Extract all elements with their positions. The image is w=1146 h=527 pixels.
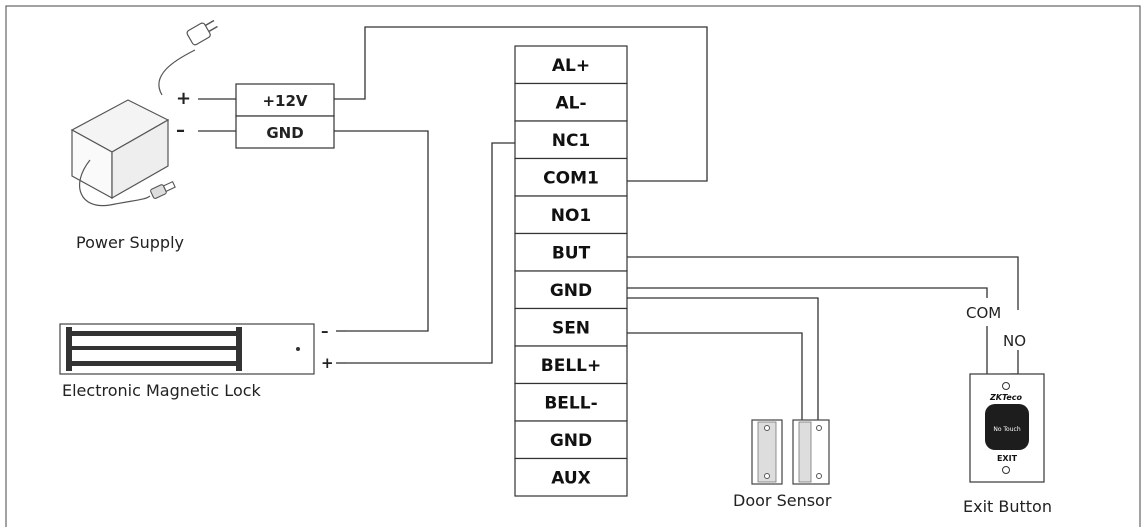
power-plus-sign: +	[176, 88, 191, 109]
wire-gnd-com	[627, 287, 988, 298]
terminal-cell	[514, 157, 628, 197]
terminal-cell	[514, 307, 628, 347]
power-12v-label: +12V	[262, 92, 307, 110]
terminal-label: GND	[550, 431, 592, 451]
power-minus-sign: –	[176, 120, 185, 141]
terminal-cell	[514, 270, 628, 310]
terminal-cell	[514, 195, 628, 235]
terminal-cell	[514, 82, 628, 122]
terminal-label: COM1	[543, 168, 599, 188]
exit-button-icon	[969, 373, 1045, 483]
wire-no-tail	[1010, 350, 1019, 375]
power-gnd-terminal	[235, 115, 335, 149]
door-sensor-icon	[751, 419, 830, 485]
wire-gnd-sensor	[627, 297, 819, 420]
wire-sen-sensor	[627, 332, 803, 420]
wire-nc1-lock-plus	[346, 142, 515, 364]
diagram-frame	[5, 5, 1141, 527]
terminal-label: SEN	[552, 318, 590, 338]
exit-no-label: NO	[1003, 332, 1026, 350]
terminal-cell	[514, 420, 628, 460]
terminal-label: BELL+	[541, 356, 601, 376]
wire-but-no	[627, 256, 1019, 310]
lock-label: Electronic Magnetic Lock	[62, 381, 262, 400]
terminal-cell	[514, 120, 628, 160]
lock-minus-sign: –	[321, 322, 329, 340]
magnetic-lock-icon	[59, 323, 315, 375]
terminal-label: BUT	[552, 243, 591, 263]
power-gnd-label: GND	[266, 124, 303, 142]
wire-12v-com1	[334, 26, 708, 182]
exit-button-label: Exit Button	[963, 497, 1052, 516]
power-supply-icon	[70, 19, 218, 207]
lock-plus-sign: +	[321, 354, 334, 372]
exit-brand-text: ZKTeco	[989, 393, 1023, 402]
terminal-label: NC1	[552, 131, 591, 151]
terminal-label: AL-	[555, 93, 586, 113]
exit-com-label: COM	[966, 304, 1001, 322]
terminal-label: BELL-	[544, 393, 597, 413]
terminal-label: AUX	[551, 468, 591, 488]
terminal-cell	[514, 457, 628, 497]
exit-touch-text: No Touch	[993, 426, 1020, 433]
terminal-label: NO1	[551, 206, 592, 226]
terminal-label: AL+	[552, 56, 590, 76]
exit-text: EXIT	[997, 454, 1018, 463]
terminal-cell	[514, 45, 628, 85]
terminal-label: GND	[550, 281, 592, 301]
power-supply-label: Power Supply	[76, 233, 184, 252]
door-sensor-label: Door Sensor	[733, 491, 832, 510]
wire-gnd-lock-minus	[334, 130, 429, 332]
